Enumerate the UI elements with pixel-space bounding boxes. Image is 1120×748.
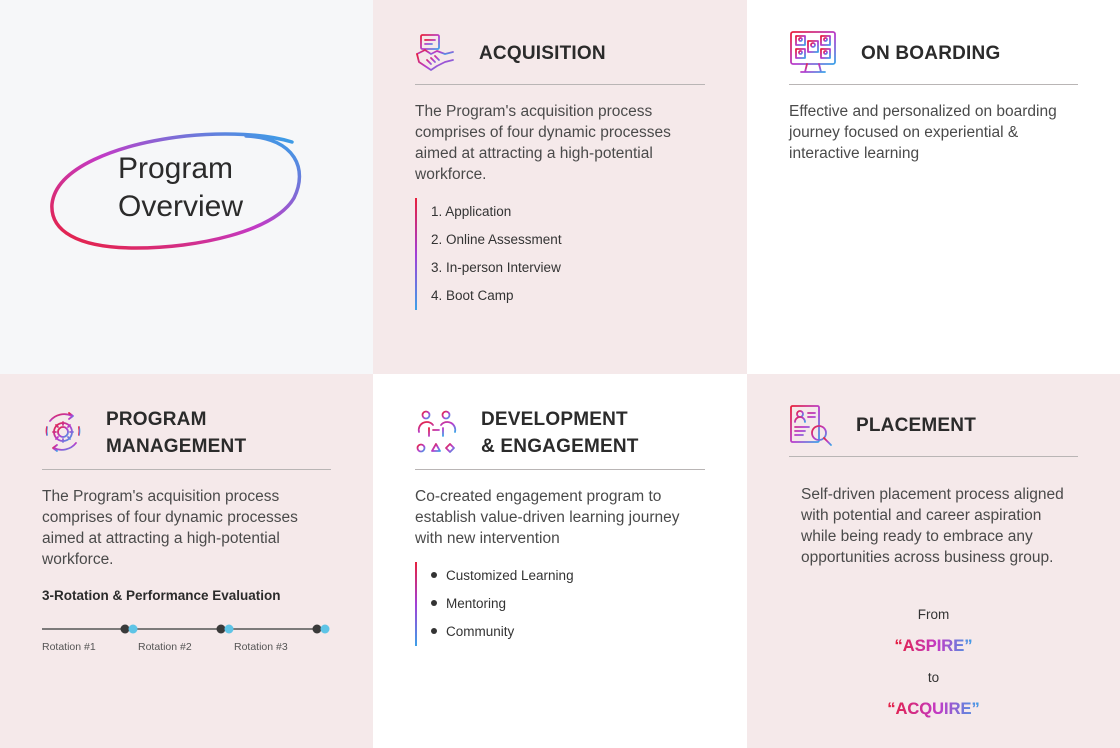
people-shapes-icon (416, 410, 458, 453)
bullet-icon (431, 628, 437, 635)
list-item: Mentoring (431, 590, 574, 618)
title-line-1: DEVELOPMENT (481, 409, 628, 430)
onboarding-header: ON BOARDING (789, 28, 1078, 85)
list-item-label: Mentoring (446, 596, 507, 611)
title-line-1: PROGRAM (106, 409, 207, 430)
program-management-description: The Program's acquisition process compri… (42, 488, 298, 568)
acquisition-header: ACQUISITION (415, 28, 705, 85)
acquisition-title: ACQUISITION (479, 43, 606, 64)
rotation-label: Rotation #1 (42, 641, 96, 653)
acquire-text: “ACQUIRE” (747, 700, 1120, 719)
development-items: Customized Learning Mentoring Community (415, 562, 574, 646)
aspire-text: “ASPIRE” (747, 637, 1120, 656)
development-header: DEVELOPMENT & ENGAGEMENT (415, 404, 705, 470)
placement-description: Self-driven placement process aligned wi… (801, 486, 1064, 566)
list-item-label: Customized Learning (446, 568, 574, 583)
title-line-2: & ENGAGEMENT (481, 436, 639, 457)
gear-cycle-icon (45, 412, 81, 452)
title-line-1: Program (118, 152, 234, 185)
title-line-2: Overview (118, 190, 244, 223)
ring-decoration (50, 132, 302, 250)
from-label: From (917, 607, 950, 622)
acquisition-panel: ACQUISITION The Program's acquisition pr… (373, 0, 747, 374)
title-line-2: MANAGEMENT (106, 436, 247, 457)
handshake-icon (416, 34, 454, 71)
bullet-icon (431, 572, 437, 579)
rotation-subheading: 3-Rotation & Performance Evaluation (42, 588, 281, 603)
development-panel: DEVELOPMENT & ENGAGEMENT Co-created enga… (373, 374, 747, 748)
development-description: Co-created engagement program to establi… (415, 488, 680, 547)
program-management-panel: PROGRAM MANAGEMENT The Program's acquisi… (0, 374, 373, 748)
onboarding-description: Effective and personalized on boarding j… (789, 103, 1057, 162)
list-item: 2. Online Assessment (431, 232, 562, 247)
to-label: to (927, 670, 940, 685)
rotation-timeline (42, 624, 330, 634)
list-item: Community (431, 618, 574, 646)
acquisition-steps: 1. Application 2. Online Assessment 3. I… (415, 198, 562, 310)
placement-header: PLACEMENT (789, 404, 1078, 457)
list-item-label: Community (446, 624, 515, 639)
rotation-label: Rotation #3 (234, 641, 288, 653)
program-management-title: PROGRAM MANAGEMENT (106, 406, 246, 460)
placement-title: PLACEMENT (856, 415, 977, 436)
rotation-label: Rotation #2 (138, 641, 192, 653)
bullet-icon (431, 600, 437, 607)
video-meeting-icon (790, 31, 836, 73)
list-item: Customized Learning (431, 562, 574, 590)
placement-panel: PLACEMENT Self-driven placement process … (747, 374, 1120, 748)
overview-panel: Program Overview (0, 0, 373, 374)
onboarding-title: ON BOARDING (861, 43, 1001, 64)
resume-search-icon (790, 405, 832, 446)
program-management-header: PROGRAM MANAGEMENT (42, 404, 331, 470)
page-title: Program Overview (118, 150, 243, 226)
acquisition-description: The Program's acquisition process compri… (415, 103, 671, 183)
list-item: 4. Boot Camp (431, 288, 514, 303)
onboarding-panel: ON BOARDING Effective and personalized o… (747, 0, 1120, 374)
aspire-word: “ASPIRE” (894, 637, 973, 655)
development-title: DEVELOPMENT & ENGAGEMENT (481, 406, 639, 460)
list-item: 3. In-person Interview (431, 260, 561, 275)
acquire-word: “ACQUIRE” (887, 700, 980, 718)
list-item: 1. Application (431, 204, 512, 219)
